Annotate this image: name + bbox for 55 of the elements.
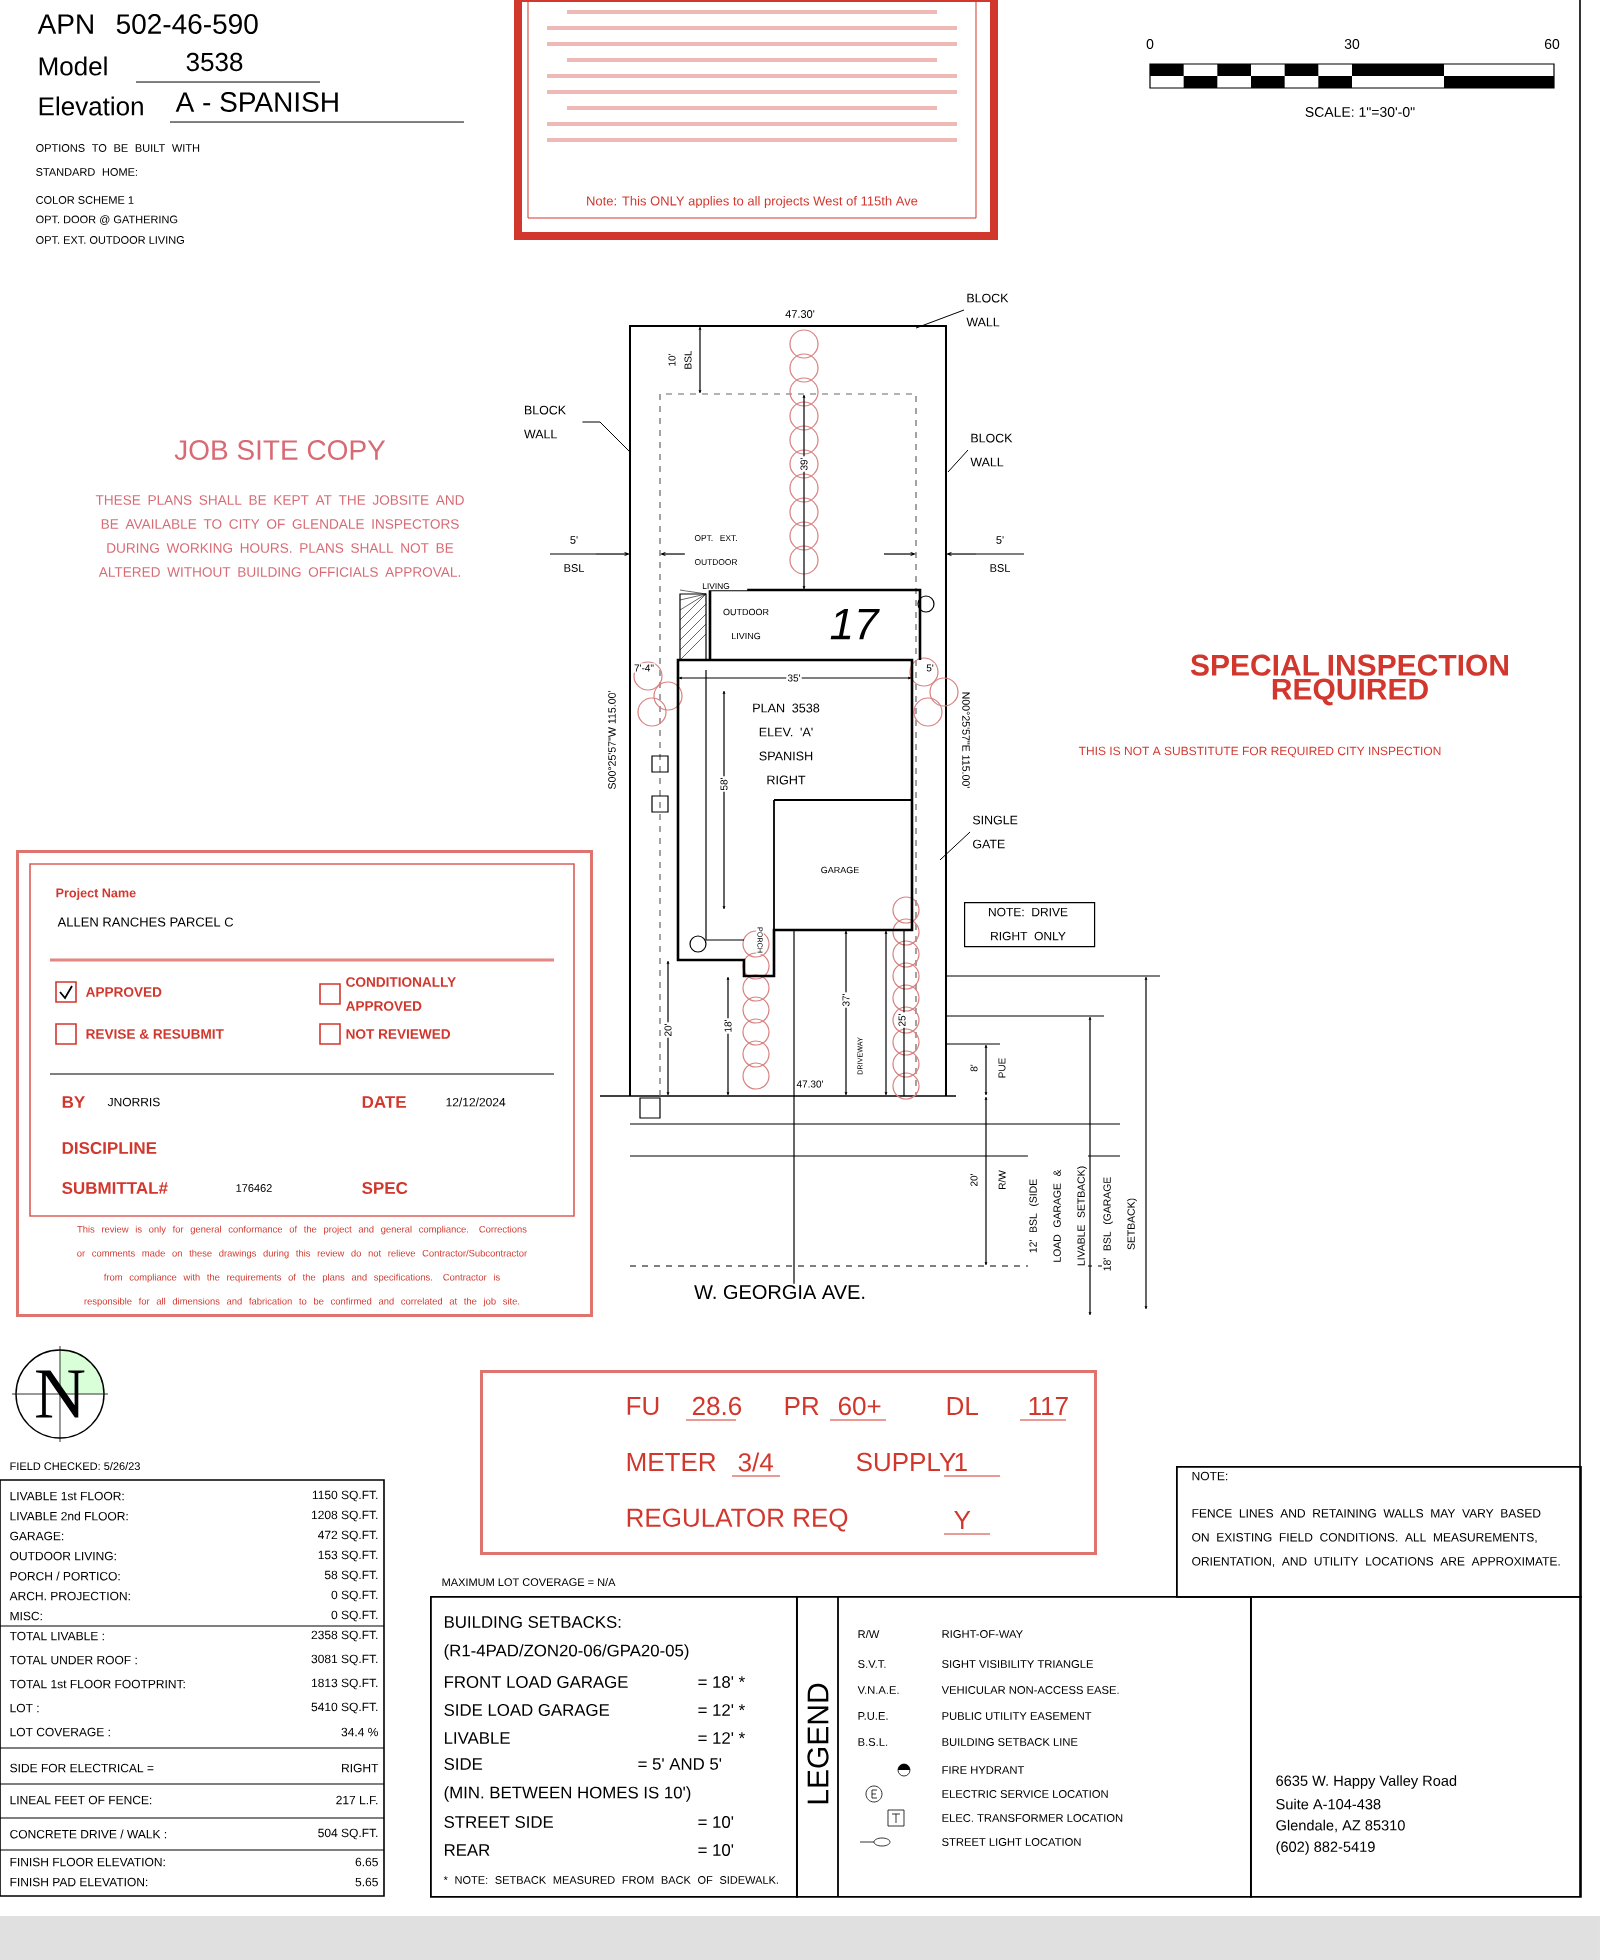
setback-text: = 12' * (698, 1704, 745, 1716)
street-name: W. GEORGIA AVE. (692, 1283, 868, 1301)
stamp-text: 1 (955, 1453, 967, 1471)
plan-info-text: APN (37, 14, 93, 34)
setback-text: = 10' (698, 1816, 734, 1828)
stamp-text: PR (785, 1397, 819, 1415)
stamp-text: SUPPLY (856, 1452, 956, 1472)
plan-info-text: A - SPANISH (175, 92, 338, 112)
approval-stamp (16, 850, 593, 1317)
setback-text: LIVABLE (445, 1732, 510, 1744)
note-box (1176, 1466, 1582, 1598)
plan-info-text: 502-46-590 (116, 14, 258, 34)
stamp-text: REGULATOR REQ (627, 1508, 848, 1532)
setback-text: FRONT LOAD GARAGE (445, 1676, 628, 1688)
stamp-text: DATE (362, 1096, 406, 1108)
setback-text: = 18' * (698, 1676, 745, 1688)
setback-text: STREET SIDE (444, 1816, 553, 1828)
meter-stamp (480, 1370, 1097, 1555)
stamp-heading: SPECIAL INSPECTION REQUIRED (1190, 654, 1508, 706)
setback-text: (R1-4PAD/ZON20-06/GPA20-05) (444, 1644, 689, 1660)
setback-text: SIDE (444, 1758, 483, 1770)
setback-text: (MIN. BETWEEN HOMES IS 10') (444, 1786, 691, 1802)
leader-line (915, 309, 965, 329)
stamp-text: 60+ (838, 1396, 881, 1416)
stamp-text: SPEC (362, 1182, 408, 1194)
leader-line (939, 831, 971, 861)
setback-text: = 12' * (698, 1732, 745, 1744)
notice-box (514, 0, 998, 240)
address-panel (1250, 1596, 1582, 1898)
stamp-text: DISCIPLINE (62, 1142, 157, 1154)
setback-text: REAR (445, 1844, 490, 1856)
setback-text: = 5' AND 5' (638, 1758, 722, 1770)
plan-info-text: 3538 (186, 52, 243, 72)
leader-line (947, 449, 969, 473)
note-box (964, 902, 1096, 948)
setback-text: SIDE LOAD GARAGE (444, 1704, 610, 1716)
legend-title: LEGEND (807, 1683, 829, 1804)
setback-text: = 10' (698, 1844, 734, 1856)
stamp-text: 3/4 (738, 1452, 773, 1472)
stamp-text: 28.6 (692, 1396, 742, 1416)
setbacks-box (430, 1596, 798, 1898)
stamp-text: 117 (1029, 1397, 1068, 1415)
plan-info-text: Elevation (39, 96, 143, 116)
legend-box (796, 1595, 1252, 1898)
stamp-text: SUBMITTAL# (62, 1182, 168, 1194)
stamp-heading: JOB SITE COPY (174, 440, 386, 460)
setback-text: BUILDING SETBACKS: (445, 1616, 621, 1628)
plan-info-text: Model (39, 56, 107, 76)
stamp-text: Y (954, 1511, 971, 1529)
stamp-text: METER (627, 1453, 716, 1471)
leader-line (581, 421, 631, 453)
lot-number: 17 (830, 608, 880, 640)
stamp-text: BY (62, 1096, 85, 1108)
stamp-text: DL (947, 1397, 978, 1415)
stamp-text: FU (627, 1396, 659, 1416)
